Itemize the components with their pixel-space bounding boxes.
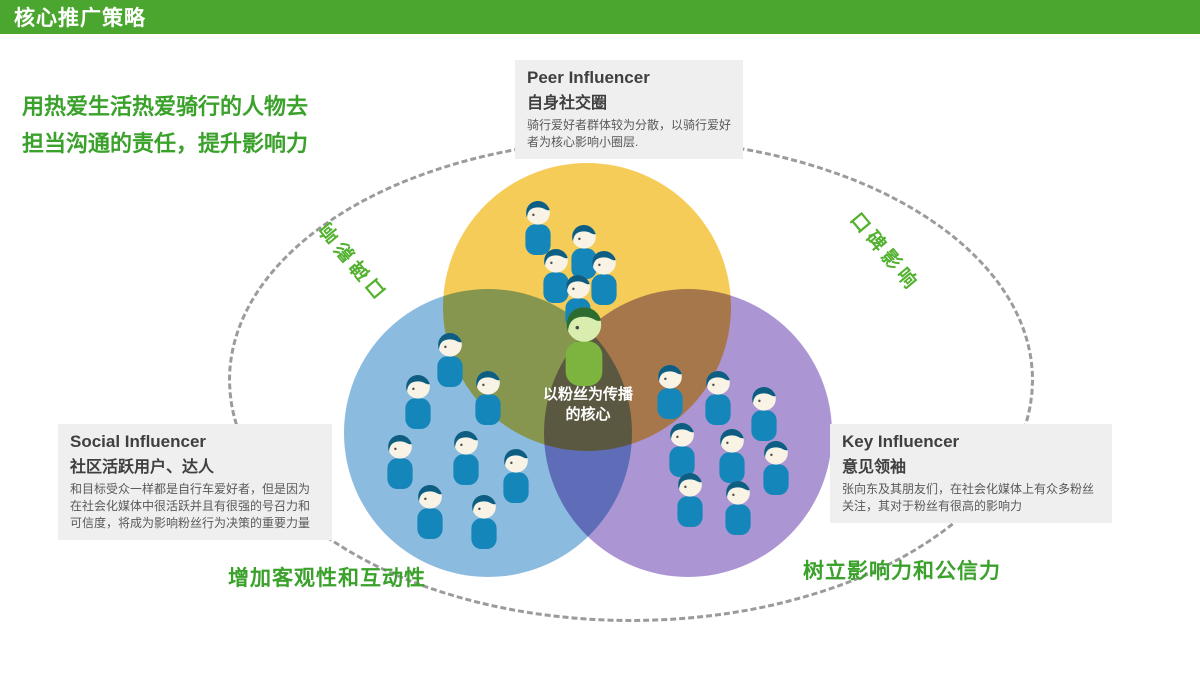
person-icon — [428, 330, 472, 387]
key-influencer-title-zh: 意见领袖 — [842, 459, 907, 476]
center-core-text: 以粉丝为传播的核心 — [543, 386, 634, 424]
person-icon — [462, 492, 506, 549]
social-influencer-title-zh: 社区活跃用户、达人 — [70, 459, 215, 476]
key-influencer-label-box: Key Influencer 意见领袖 张向东及其朋友们，在社会化媒体上有众多粉… — [830, 424, 1112, 524]
social-influencer-label-box: Social Influencer 社区活跃用户、达人 和目标受众一样都是自行车… — [58, 424, 332, 541]
key-influencer-description: 张向东及其朋友们，在社会化媒体上有众多粉丝关注，其对于粉丝有很高的影响力 — [842, 482, 1095, 514]
peer-influencer-title-en: Peer Influencer — [527, 68, 650, 87]
person-icon — [378, 432, 422, 489]
person-icon — [444, 428, 488, 485]
social-influencer-title-en: Social Influencer — [70, 432, 207, 451]
bottom-label-left: 增加客观性和互动性 — [228, 567, 426, 590]
person-icon — [466, 368, 510, 425]
person-icon — [396, 372, 440, 429]
person-icon — [408, 482, 452, 539]
person-icon — [562, 222, 606, 279]
person-icon — [742, 384, 786, 441]
peer-influencer-title-zh: 自身社交圈 — [527, 95, 608, 112]
bottom-label-right: 树立影响力和公信力 — [803, 560, 1001, 583]
slide-header: 核心推广策略 — [0, 0, 1200, 34]
person-icon — [696, 368, 740, 425]
peer-influencer-description: 骑行爱好者群体较为分散，以骑行爱好者为核心影响小圈层. — [527, 118, 732, 150]
person-icon — [710, 426, 754, 483]
person-icon — [648, 362, 692, 419]
core-person-icon — [552, 303, 616, 386]
person-icon — [494, 446, 538, 503]
intro-text: 用热爱生活热爱骑行的人物去 担当沟通的责任，提升影响力 — [22, 88, 308, 162]
peer-influencer-label-box: Peer Influencer 自身社交圈 骑行爱好者群体较为分散，以骑行爱好者… — [515, 60, 743, 160]
key-influencer-title-en: Key Influencer — [842, 432, 960, 451]
person-icon — [716, 478, 760, 535]
person-icon — [754, 438, 798, 495]
person-icon — [534, 246, 578, 303]
person-icon — [582, 248, 626, 305]
person-icon — [516, 198, 560, 255]
intro-line-1: 用热爱生活热爱骑行的人物去 — [22, 94, 309, 119]
person-icon — [668, 470, 712, 527]
intro-line-2: 担当沟通的责任，提升影响力 — [22, 131, 309, 156]
social-influencer-description: 和目标受众一样都是自行车爱好者，但是因为在社会化媒体中很活跃并且有很强的号召力和… — [70, 482, 311, 531]
person-icon — [660, 420, 704, 477]
page-title: 核心推广策略 — [14, 7, 146, 30]
